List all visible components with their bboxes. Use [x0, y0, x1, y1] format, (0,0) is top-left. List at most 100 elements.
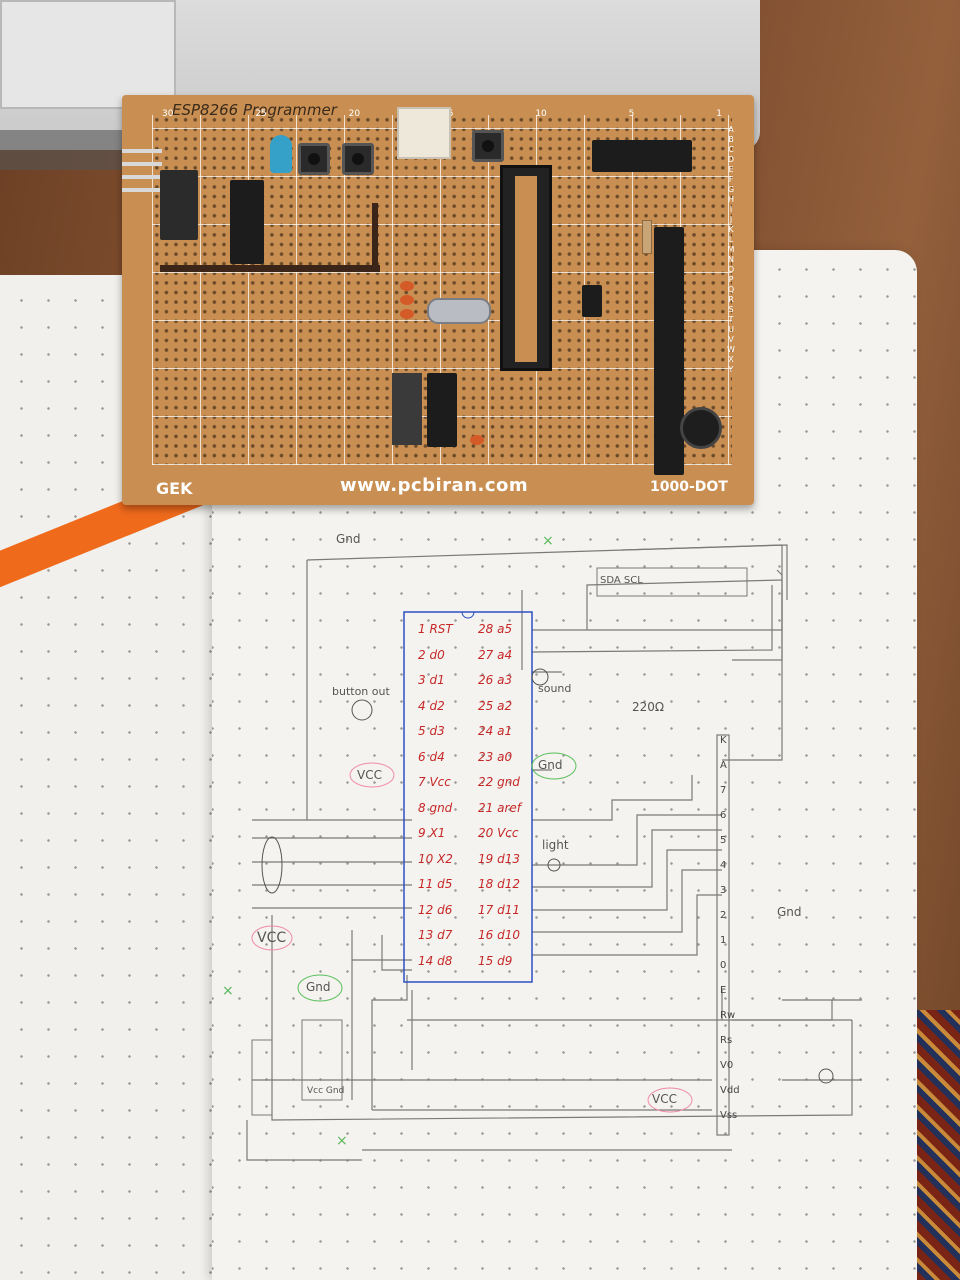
pcb-row-letter: B — [728, 135, 734, 144]
pcb-row-letter: T — [728, 315, 734, 324]
pcb-row-letter: H — [727, 195, 734, 204]
lcd-header-pin: A — [720, 760, 727, 771]
pcb-brand: GEK — [156, 479, 193, 498]
jst-connector — [397, 107, 451, 159]
lcd-header-pin: E — [720, 985, 727, 996]
col-1: 1 — [716, 109, 722, 119]
label-reg: Vcc Gnd — [307, 1086, 345, 1096]
chip-pin-left: 7 Vcc — [418, 775, 451, 789]
col-25: 25 — [255, 109, 267, 119]
lcd-header-pin: 6 — [720, 810, 727, 821]
chip-pin-left: 13 d7 — [418, 928, 453, 942]
chip-pin-left: 9 X1 — [418, 826, 446, 840]
chip-pin-right: 15 d9 — [478, 953, 513, 968]
perfboard-pcb: ESP8266 Programmer 30 25 20 15 10 5 1 AB… — [122, 95, 754, 505]
lcd-header-pin: 7 — [720, 785, 727, 796]
label-gnd-top: Gnd — [336, 532, 361, 546]
svg-text:×: × — [336, 1133, 348, 1149]
pcb-row-letter: A — [728, 125, 734, 134]
col-5: 5 — [628, 109, 635, 119]
capacitor-1 — [400, 281, 414, 291]
label-vcc-left: VCC — [357, 768, 382, 782]
pcb-row-letter: X — [728, 355, 734, 364]
chip-pin-left: 14 d8 — [418, 953, 453, 968]
pcb-row-letter: R — [728, 295, 734, 304]
svg-text:×: × — [222, 983, 234, 999]
pcb-row-letter: L — [728, 235, 734, 244]
label-gnd-lower: Gnd — [306, 980, 331, 994]
chip-pin-right: 23 a0 — [478, 749, 513, 764]
chip-pin-left: 8 gnd — [418, 800, 453, 815]
pcb-row-letter: M — [727, 245, 735, 254]
chip-pin-right: 22 gnd — [478, 775, 520, 789]
lcd-header-pin: Rs — [720, 1035, 733, 1046]
hand-drawn-schematic: × × × Gnd SDA SCL button out sound VCC G… — [212, 520, 917, 1170]
female-header-top — [592, 140, 692, 172]
chip-pin-right: 16 d10 — [478, 928, 520, 942]
lcd-header-pin: 4 — [720, 860, 727, 871]
chip-pin-right: 26 a3 — [478, 673, 513, 687]
pcb-title: ESP8266 Programmer — [172, 101, 337, 119]
label-gnd-right: Gnd — [777, 905, 802, 919]
push-button-2 — [342, 143, 374, 175]
push-button-1 — [298, 143, 330, 175]
blue-led — [270, 135, 292, 173]
pcb-row-letter: F — [728, 175, 734, 184]
lcd-header-pin: Rw — [720, 1010, 736, 1021]
lcd-header-pin: 5 — [720, 835, 727, 846]
potentiometer — [680, 407, 722, 449]
pcb-row-letter: O — [727, 265, 735, 274]
label-resistor: 220Ω — [632, 700, 665, 714]
pcb-url: www.pcbiran.com — [340, 475, 529, 496]
pcb-row-letter: C — [728, 145, 734, 154]
label-light: light — [542, 838, 569, 852]
pcb-grid-type: 1000-DOT — [650, 479, 728, 495]
pcb-row-letter: P — [728, 275, 734, 284]
chip-pin-left: 6 d4 — [418, 749, 445, 764]
resistor — [642, 220, 652, 254]
lcd-header-pin: 3 — [720, 885, 727, 896]
jumper-wire-v — [372, 203, 378, 271]
pcb-row-letter: E — [728, 165, 734, 174]
pcb-row-letter: V — [728, 335, 734, 344]
lcd-header-pin: 1 — [720, 935, 727, 946]
label-vcc-bottom: VCC — [652, 1092, 677, 1106]
pcb-row-letter: I — [729, 205, 733, 214]
lcd-header-pin: Vdd — [720, 1085, 740, 1096]
pcb-row-letter: Y — [728, 365, 734, 374]
laptop-edge — [0, 130, 140, 170]
chip-pin-right: 20 Vcc — [478, 826, 519, 840]
chip-pin-right: 25 a2 — [478, 698, 513, 713]
chip-pin-left: 2 d0 — [418, 647, 445, 662]
label-sound: sound — [538, 682, 572, 695]
chip-pin-left: 5 d3 — [418, 724, 445, 738]
chip-pin-right: 27 a4 — [478, 647, 513, 662]
pcb-row-letter: K — [728, 225, 734, 234]
crystal-oscillator — [427, 298, 491, 324]
chip-pin-left: 3 d1 — [418, 673, 445, 687]
female-header-bottom — [427, 373, 457, 447]
chip-pin-right: 19 d13 — [478, 851, 520, 866]
pcb-row-letter: G — [727, 185, 735, 194]
female-header-lcd — [654, 227, 684, 475]
chip-pin-right: 28 a5 — [478, 622, 513, 636]
pcb-row-letter: S — [728, 305, 734, 314]
pcb-row-letter: J — [729, 215, 733, 224]
chip-pin-right: 24 a1 — [478, 724, 513, 738]
pcb-row-letter: Q — [727, 285, 735, 294]
lcd-header-pin: Vss — [720, 1110, 738, 1121]
chip-pin-right: 17 d11 — [478, 902, 520, 917]
chip-pin-right: 18 d12 — [478, 877, 520, 891]
capacitor-3 — [400, 309, 414, 319]
col-20: 20 — [348, 109, 361, 119]
chip-pin-left: 10 X2 — [418, 851, 453, 866]
lcd-header-pin: 0 — [720, 960, 727, 971]
trackpad — [0, 0, 176, 109]
voltage-regulator — [160, 170, 198, 240]
capacitor-2 — [400, 295, 414, 305]
chip-pin-left: 12 d6 — [418, 902, 453, 917]
capacitor-4 — [470, 435, 484, 445]
chip-pin-left: 4 d2 — [418, 698, 445, 713]
label-sda-scl: SDA SCL — [600, 575, 643, 586]
pcb-row-letter: U — [728, 325, 734, 334]
